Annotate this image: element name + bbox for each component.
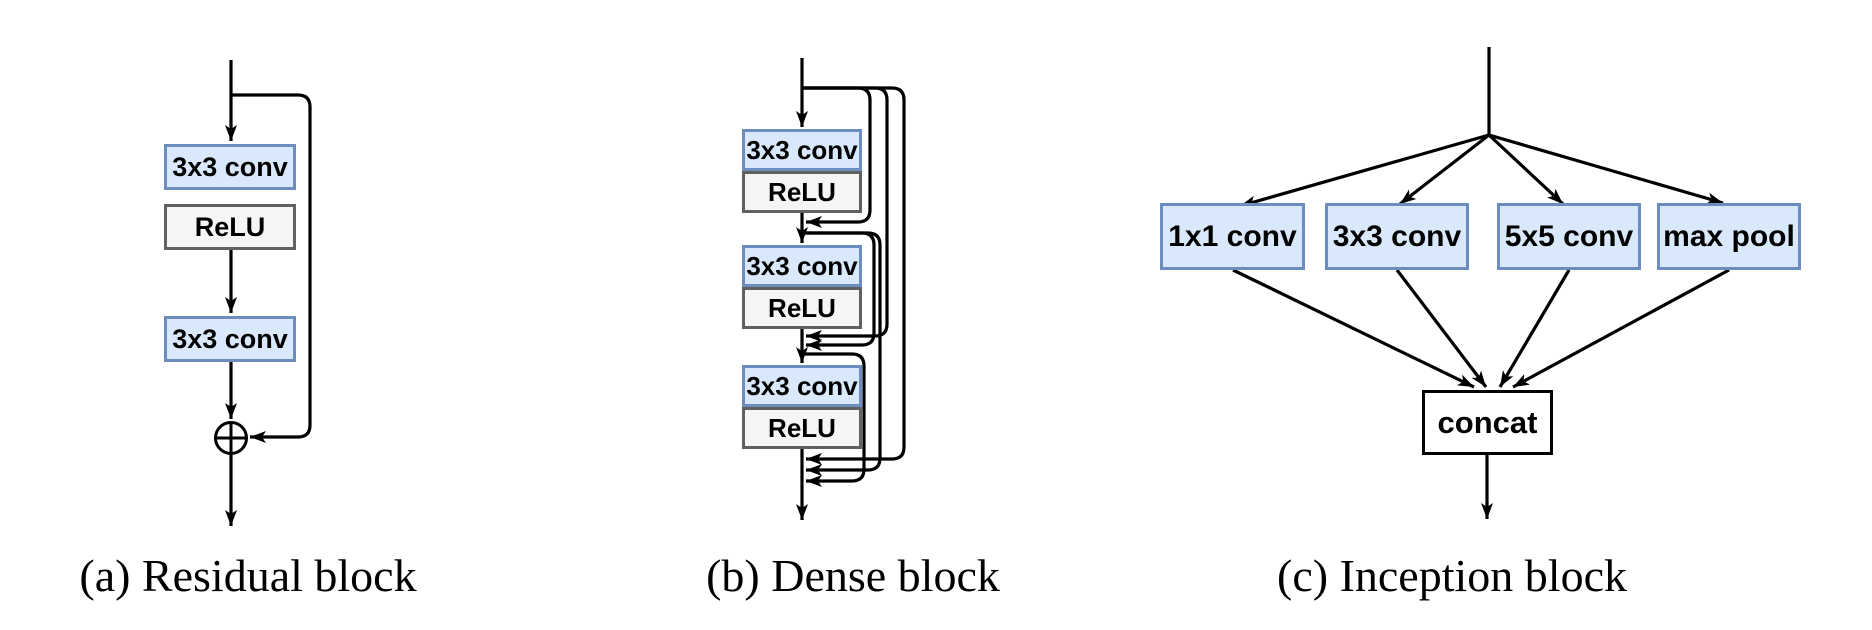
inception-3x3-conv-box: 3x3 conv (1325, 203, 1469, 270)
dense-relu3-box: ReLU (742, 407, 862, 449)
add-icon (214, 421, 248, 455)
inception-concat-box: concat (1422, 390, 1553, 455)
caption-dense-block: (b) Dense block (706, 550, 1000, 601)
dense-conv3-box: 3x3 conv (742, 365, 862, 407)
inception-max-pool-box: max pool (1657, 203, 1801, 270)
inception-split-arrow-2 (1399, 133, 1490, 206)
caption-inception-block: (c) Inception block (1277, 550, 1627, 601)
inception-join-arrow-1 (1232, 268, 1475, 389)
inception-split-arrow-3 (1487, 133, 1565, 206)
residual-connectors (225, 60, 312, 526)
dense-relu2-box: ReLU (742, 287, 862, 329)
inception-1x1-conv-box: 1x1 conv (1160, 203, 1305, 270)
residual-conv1-box: 3x3 conv (164, 144, 296, 190)
dense-relu1-box: ReLU (742, 171, 862, 213)
dense-conv1-box: 3x3 conv (742, 129, 862, 171)
residual-relu-box: ReLU (164, 204, 296, 250)
residual-conv2-box: 3x3 conv (164, 316, 296, 362)
dense-skip-input-to-output (802, 86, 906, 465)
dense-skip-layer1-to-output (802, 231, 882, 476)
inception-join-arrow-2 (1395, 269, 1488, 388)
residual-skip-connection (231, 93, 312, 443)
inception-split-arrow-4 (1488, 133, 1724, 205)
dense-conv2-box: 3x3 conv (742, 245, 862, 287)
dense-connectors (796, 58, 906, 520)
inception-connectors (1232, 47, 1730, 519)
inception-split-arrow-1 (1239, 133, 1490, 208)
inception-join-arrow-4 (1512, 268, 1730, 389)
inception-join-arrow-3 (1498, 269, 1571, 388)
dense-skip-layer2-to-output (802, 352, 866, 487)
inception-5x5-conv-box: 5x5 conv (1497, 203, 1641, 270)
caption-residual-block: (a) Residual block (79, 550, 417, 601)
